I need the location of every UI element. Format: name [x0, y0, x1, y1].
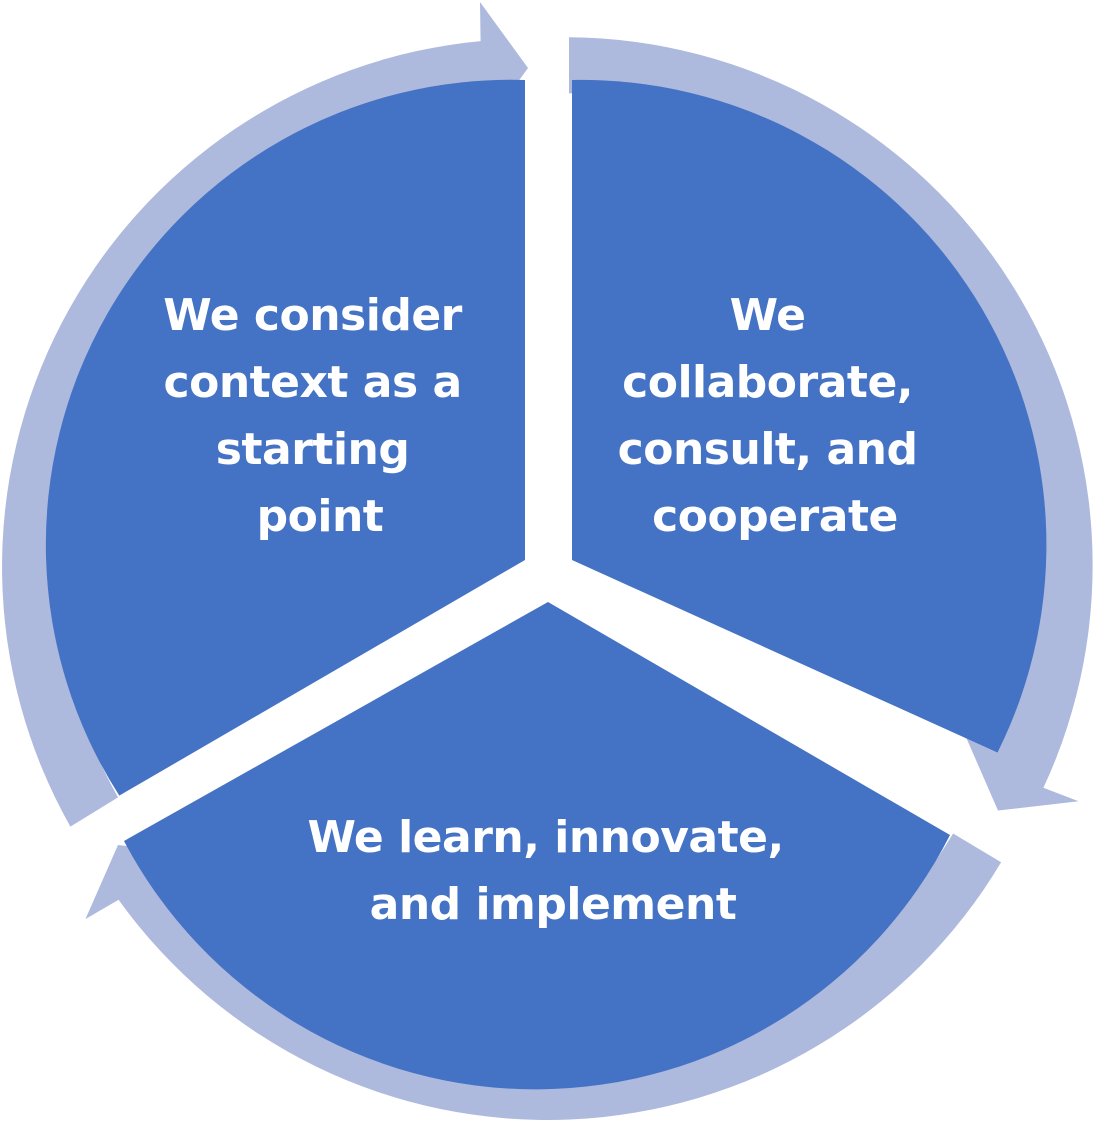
segment-label-line: We learn, innovate,	[307, 812, 783, 863]
segment-label-line: point	[257, 491, 384, 542]
segment-label-line: We	[730, 290, 806, 341]
segment-label-bottom: We learn, innovate, and implement	[307, 812, 798, 930]
cycle-segment-bottom	[124, 602, 950, 1090]
segment-label-line: and implement	[370, 879, 737, 930]
segment-label-line: collaborate,	[622, 357, 913, 408]
segment-label-upper-right: We collaborate, consult, and cooperate	[618, 290, 933, 542]
cycle-arrow-to-upper-left	[85, 833, 1002, 1120]
cycle-arrow-to-bottom	[569, 37, 1093, 811]
segment-label-line: starting	[216, 424, 410, 475]
segment-label-line: context as a	[164, 357, 462, 408]
segment-label-line: We consider	[163, 290, 462, 341]
segment-label-upper-left: We consider context as a starting point	[163, 290, 476, 542]
cycle-segment-upper-right	[572, 79, 1047, 753]
cycle-segment-upper-left	[45, 79, 525, 796]
segment-label-line: cooperate	[652, 491, 898, 542]
segment-label-line: consult, and	[618, 424, 918, 475]
